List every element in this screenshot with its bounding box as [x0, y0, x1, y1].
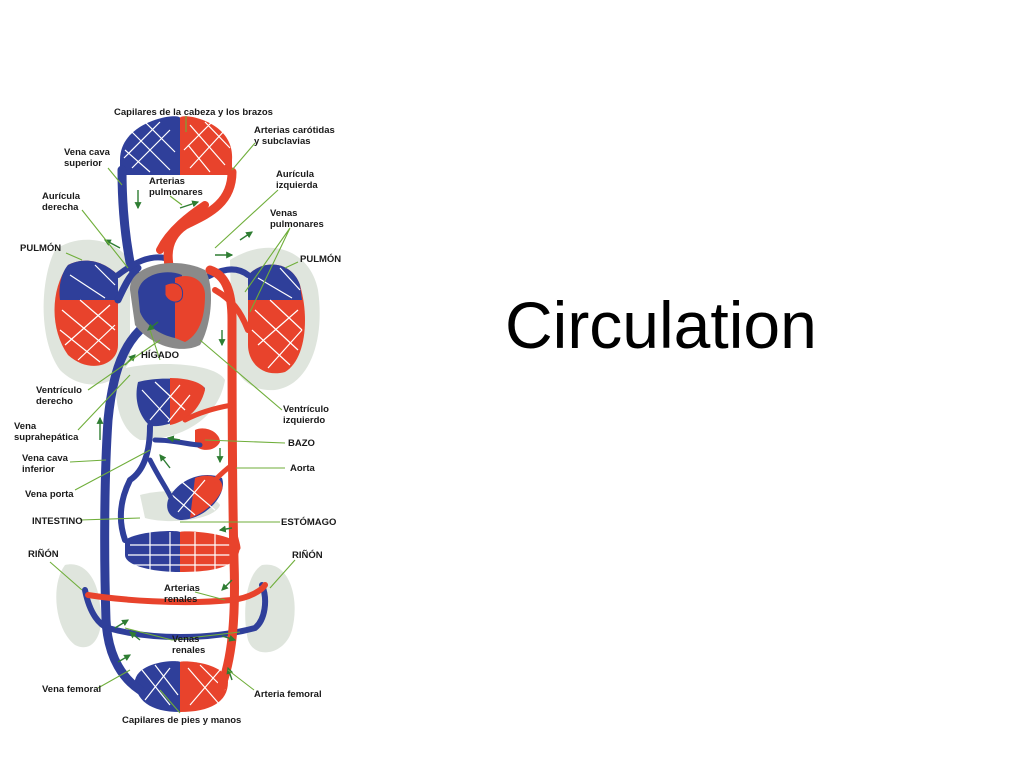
label-stomach: ESTÓMAGO	[281, 516, 336, 528]
label-hepatic-vein-1: Vena	[14, 421, 37, 432]
label-foot-capillaries: Capilares de pies y manos	[122, 715, 241, 726]
intestine-artery	[231, 527, 241, 551]
stomach-vein	[147, 457, 175, 503]
pulmonary-to-heart-left	[114, 264, 142, 304]
label-kidney-left: RIÑÓN	[28, 548, 59, 560]
label-pulm-veins-2: pulmonares	[270, 219, 324, 230]
label-head-capillaries: Capilares de la cabeza y los brazos	[114, 107, 273, 118]
lung-capillaries	[54, 260, 305, 374]
label-pulm-art-1: Arterias	[149, 176, 185, 187]
label-intestine: INTESTINO	[32, 516, 83, 527]
label-right-ventricle-2: derecho	[36, 396, 73, 407]
label-spleen: BAZO	[288, 438, 315, 449]
label-right-atrium-1: Aurícula	[42, 191, 81, 202]
label-liver: HÍGADO	[141, 350, 179, 361]
label-renal-veins-1: Venas	[172, 634, 199, 645]
kidney-right-bg	[245, 564, 295, 653]
head-capillaries	[120, 116, 233, 175]
spleen-artery	[182, 402, 235, 423]
heart	[129, 262, 212, 349]
label-femoral-vein: Vena femoral	[42, 684, 101, 695]
superior-vena-cava	[117, 165, 145, 290]
label-pulm-art-2: pulmonares	[149, 187, 203, 198]
kidney-left-bg	[56, 564, 102, 648]
label-left-atrium-2: izquierda	[276, 180, 318, 191]
label-ivc-1: Vena cava	[22, 453, 69, 464]
label-svc-1: Vena cava	[64, 147, 111, 158]
diagram-labels: Capilares de la cabeza y los brazos Arte…	[14, 107, 341, 726]
label-lung-left: PULMÓN	[20, 242, 61, 254]
label-hepatic-vein-2: suprahepática	[14, 432, 79, 443]
portal-vein	[117, 423, 153, 543]
foot-capillaries	[135, 661, 228, 712]
pulmonary-arteries	[156, 201, 209, 254]
label-left-ventricle-1: Ventrículo	[283, 404, 329, 415]
label-right-ventricle-1: Ventrículo	[36, 385, 82, 396]
circulatory-system-diagram: Capilares de la cabeza y los brazos Arte…	[14, 107, 341, 726]
flow-arrows	[96, 190, 253, 681]
label-left-ventricle-2: izquierdo	[283, 415, 325, 426]
pulmonary-artery-right-branch	[202, 266, 251, 281]
label-right-atrium-2: derecha	[42, 202, 79, 213]
label-portal-vein: Vena porta	[25, 489, 74, 500]
label-left-atrium-1: Aurícula	[276, 169, 315, 180]
label-lung-right: PULMÓN	[300, 253, 341, 265]
abdominal-capillaries	[125, 378, 240, 572]
stomach-artery	[212, 462, 235, 483]
veins	[82, 165, 269, 695]
label-renal-arteries-2: renales	[164, 594, 197, 605]
leader-lines	[49, 116, 299, 714]
label-kidney-right: RIÑÓN	[292, 549, 323, 561]
inferior-vena-cava	[100, 325, 145, 695]
label-carotid-2: y subclavias	[254, 136, 311, 147]
label-femoral-artery: Arteria femoral	[254, 689, 322, 700]
pulmonary-artery-left-branch	[115, 254, 168, 278]
label-aorta: Aorta	[290, 463, 316, 474]
label-carotid-1: Arterias carótidas	[254, 125, 335, 136]
label-svc-2: superior	[64, 158, 102, 169]
slide-title: Circulation	[505, 288, 817, 362]
label-pulm-veins-1: Venas	[270, 208, 297, 219]
spleen-vein	[152, 437, 203, 448]
label-renal-veins-2: renales	[172, 645, 205, 656]
label-renal-arteries-1: Arterias	[164, 583, 200, 594]
pulmonary-veins-right	[212, 287, 251, 333]
label-ivc-2: inferior	[22, 464, 55, 475]
renal-arteries	[85, 582, 268, 606]
